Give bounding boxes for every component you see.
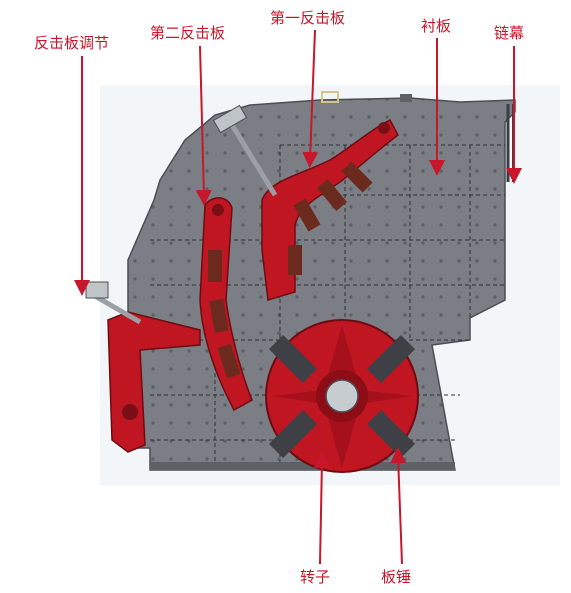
- leader-lines: [74, 29, 522, 565]
- label-liner-plate: 衬板: [421, 17, 452, 35]
- label-first-impact-plate: 第一反击板: [270, 9, 346, 27]
- impact-plate-adjustment: [85, 281, 201, 453]
- second-impact-plate: [199, 197, 253, 412]
- label-rotor: 转子: [300, 568, 331, 586]
- label-impact-plate-adjust: 反击板调节: [34, 34, 110, 52]
- blow-bars: [268, 334, 416, 459]
- label-second-impact-plate: 第二反击板: [150, 24, 226, 42]
- rotor: [265, 319, 419, 473]
- label-chain-curtain: 链幕: [494, 24, 525, 42]
- label-blow-bar: 板锤: [381, 568, 412, 586]
- first-impact-plate: [212, 104, 399, 301]
